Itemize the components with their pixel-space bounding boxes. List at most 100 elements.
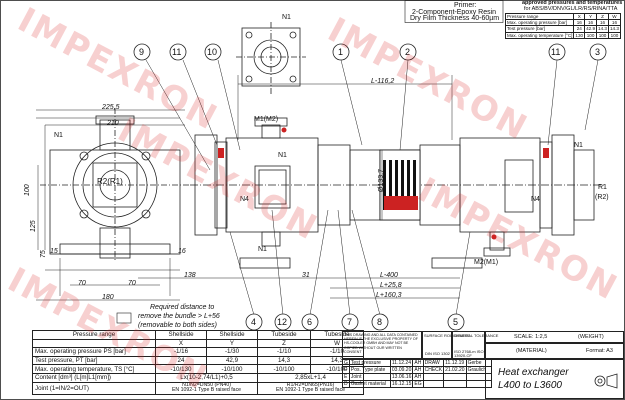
- cell: Max. operating temperature [°C]: [504, 31, 575, 39]
- rev-cell: 16.12.15: [389, 380, 414, 388]
- rev-cell: F: [342, 366, 350, 374]
- rev-cell: [422, 380, 445, 388]
- spec-row: Max. operating temperature, TS [°C] -10/…: [32, 364, 364, 374]
- spec-cell: Y: [206, 338, 258, 349]
- spec-cell: -1/30: [206, 347, 258, 357]
- spec-cell: Content [dm³] (L[m]L1[mm]): [32, 372, 156, 383]
- rev-cell: AH: [412, 359, 424, 367]
- note-line2: remove the bundle > L+56: [138, 313, 220, 320]
- spec-cell: -1/10: [257, 347, 311, 357]
- rev-cell: Pos. Type plate: [348, 366, 391, 374]
- dim-75: 75: [40, 250, 47, 258]
- cell: 14.3: [596, 25, 609, 33]
- spec-header: Pressure range: [32, 330, 156, 340]
- material: (MATERIAL): [516, 348, 547, 354]
- side-view: [190, 117, 605, 269]
- rev-cell: 21.02.20: [443, 366, 467, 374]
- rev-cell: [465, 380, 492, 388]
- rev-cell: E: [342, 373, 350, 381]
- material-box: (MATERIAL) Format: A3: [485, 343, 624, 359]
- left-end-view: [36, 108, 190, 301]
- cell: 100: [608, 31, 621, 39]
- rev-cell: G: [342, 359, 350, 367]
- approved-title: approved pressures and temperatures: [522, 0, 623, 6]
- rev-cell: AH: [412, 366, 424, 374]
- label-m1m2: M1(M2): [254, 116, 279, 123]
- dim-16: 16: [178, 248, 186, 255]
- label-r2: (R2): [595, 194, 609, 201]
- spec-cell: -10/100: [206, 364, 258, 374]
- label-l-258: L+25,8: [380, 282, 402, 289]
- label-phi: Ø133,7: [378, 169, 385, 192]
- callout-1: 1: [338, 47, 344, 57]
- surface-value: DIN ISO 1302: [425, 351, 450, 356]
- callout-12: 12: [277, 317, 288, 327]
- surface-box: SURFACE ROUGHNESS DIN ISO 1302: [422, 331, 470, 359]
- dim-2255: 225,5: [102, 104, 120, 111]
- format: Format: A3: [586, 348, 613, 354]
- label-n1-top: N1: [282, 14, 291, 21]
- callout-3: 3: [595, 47, 601, 57]
- dim-70b: 70: [128, 280, 136, 287]
- label-n1-mid: N1: [278, 152, 287, 159]
- callout-11a: 11: [172, 47, 182, 57]
- rev-cell: [422, 373, 445, 381]
- dim-125: 125: [30, 220, 37, 232]
- spec-cell: -1/16: [155, 347, 207, 357]
- drawing-name-line1: Heat exchanger: [498, 367, 569, 378]
- spec-cell: Joint (1=IN/2=OUT): [32, 381, 156, 395]
- spec-sub-row: X Y Z W: [32, 338, 364, 349]
- label-l-1603: L+160,3: [376, 292, 402, 299]
- rev-cell: Joint: [348, 373, 391, 381]
- rev-cell: Test pressure: [348, 359, 391, 367]
- label-n4-right: N4: [531, 196, 540, 203]
- spec-header: Shellside: [206, 330, 258, 340]
- spec-cell: Max. operating temperature, TS [°C]: [32, 364, 156, 374]
- primer-line2: Dry Film Thickness 40-60µm: [410, 15, 500, 22]
- label-n1-right: N1: [574, 142, 583, 149]
- rev-cell: 03.09.20: [389, 366, 414, 374]
- note-line1: Required distance to: [150, 304, 215, 311]
- label-r2r1: R2(R1): [97, 177, 123, 186]
- top-flange-view: [236, 22, 306, 95]
- spec-cell: -10/100: [257, 364, 311, 374]
- dim-70a: 70: [78, 280, 86, 287]
- rev-cell: 11.12.24: [389, 359, 414, 367]
- callout-6: 6: [307, 317, 313, 327]
- callout-4: 4: [251, 317, 257, 327]
- tolerance-label: GENERAL TOLERANCE: [454, 333, 499, 338]
- label-n1-left: N1: [54, 132, 63, 139]
- cell: Max. operating pressure [bar]: [504, 19, 575, 27]
- cell: 130: [573, 31, 586, 39]
- scale-weight-box: SCALE: 1:2,5 (WEIGHT): [485, 331, 624, 343]
- cell: 14.3: [608, 25, 621, 33]
- spec-cell: X: [155, 338, 207, 349]
- scale: SCALE: 1:2,5: [514, 334, 548, 340]
- rev-cell: EG: [412, 380, 424, 388]
- dim-180: 180: [102, 294, 114, 301]
- rev-cell: CHECK: [422, 366, 445, 374]
- cell: 42.9: [584, 25, 598, 33]
- tolerance-value: ISO 2768-m ISO 13920-CF: [454, 349, 484, 358]
- approved-sub: for ABS/BV/DNV/GL/LR/RS/RINA/TTA: [524, 6, 618, 12]
- rev-cell: 13.06.16: [389, 373, 414, 381]
- callout-10: 10: [207, 47, 218, 57]
- dim-210: 210: [107, 120, 119, 127]
- rev-cell: [443, 373, 467, 381]
- callout-11b: 11: [551, 47, 561, 57]
- dim-31: 31: [302, 272, 310, 279]
- drawing-name-box: Heat exchanger L400 to L3600: [485, 359, 624, 399]
- cell: 100: [584, 31, 598, 39]
- cell: 100: [596, 31, 609, 39]
- dim-100: 100: [24, 184, 31, 196]
- surface-label: SURFACE ROUGHNESS: [424, 333, 470, 338]
- callout-2: 2: [405, 47, 411, 57]
- marker-dots: [281, 127, 497, 240]
- label-m2m1: M2(M1): [474, 259, 499, 266]
